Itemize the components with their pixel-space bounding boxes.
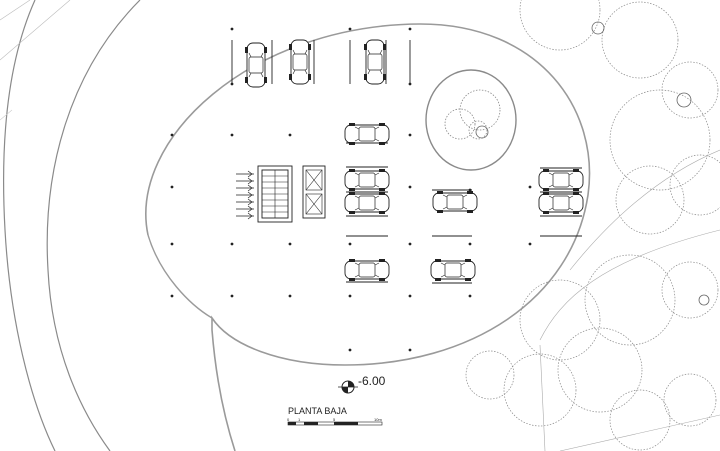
level-label: -6.00 [358, 374, 386, 388]
column-dot [348, 27, 352, 31]
column-dot [468, 294, 472, 298]
column-dot [288, 242, 292, 246]
scale-tick-0: 0 [287, 417, 290, 422]
column-dot [408, 242, 412, 246]
parking-lines [231, 40, 582, 284]
column-dot [170, 294, 174, 298]
level-marker: -6.00 [338, 374, 386, 394]
car-icon [538, 168, 584, 192]
column-dot [528, 185, 532, 189]
column-dot [170, 185, 174, 189]
level-marker-icon [338, 380, 358, 394]
column-dot [230, 294, 234, 298]
parked-cars [244, 39, 584, 282]
column-dot [348, 294, 352, 298]
column-dot [408, 185, 412, 189]
scale-tick-5: 5 [333, 417, 336, 422]
car-icon [244, 42, 268, 88]
drawing-title: PLANTA BAJA [288, 406, 347, 416]
tree-area [465, 0, 720, 451]
column-dot [230, 242, 234, 246]
stair-icon [262, 170, 288, 218]
stair-core [236, 165, 326, 223]
car-icon [344, 122, 390, 146]
car-icon [538, 191, 584, 215]
building-outline [145, 23, 591, 451]
column-dot [170, 133, 174, 137]
car-icon [430, 258, 476, 282]
scale-tick-1: 1 [298, 417, 301, 422]
tree-icon [444, 89, 501, 140]
column-dot [288, 294, 292, 298]
column-dot [230, 133, 234, 137]
car-icon [344, 258, 390, 282]
ventilation-arrows [236, 170, 254, 220]
car-icon [344, 168, 390, 192]
car-icon [432, 190, 478, 214]
column-dot [408, 27, 412, 31]
scale-bar: 0 1 5 10m [287, 417, 382, 426]
column-dot [348, 242, 352, 246]
column-dot [528, 242, 532, 246]
column-dot [348, 348, 352, 352]
column-dot [408, 133, 412, 137]
site-lines [539, 149, 720, 451]
car-icon [288, 39, 312, 85]
column-dot [170, 242, 174, 246]
scale-tick-10: 10m [374, 417, 382, 422]
column-dot [288, 133, 292, 137]
car-icon [344, 191, 390, 215]
column-dot [230, 27, 234, 31]
site-road [0, 0, 141, 451]
column-dot [408, 348, 412, 352]
elevator-icon [305, 169, 323, 215]
courtyard [425, 69, 517, 171]
column-dot [468, 242, 472, 246]
tree-trunks [475, 21, 710, 306]
boundary-inner [147, 234, 213, 319]
car-icon [363, 39, 387, 85]
column-dot [408, 294, 412, 298]
